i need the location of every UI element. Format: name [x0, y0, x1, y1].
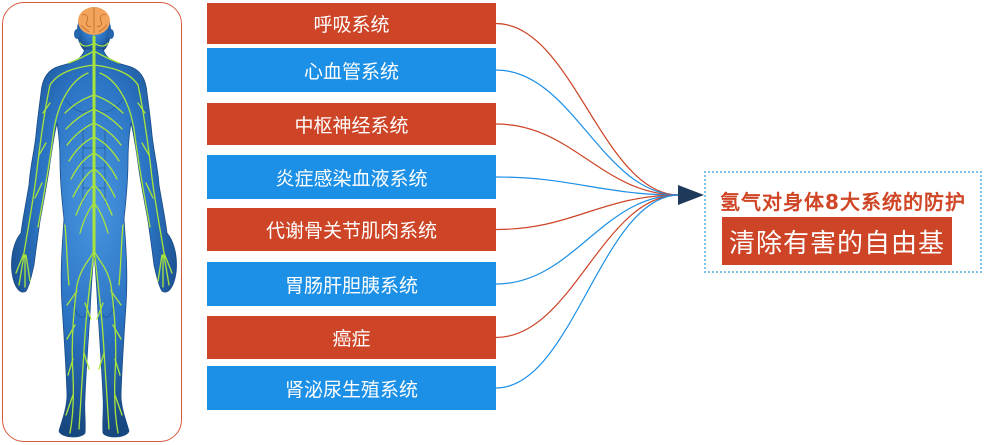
nerve-network: [15, 35, 173, 434]
right-ear: [108, 29, 114, 39]
brain-folds: [80, 8, 108, 33]
connector-line: [495, 69, 680, 196]
system-box-metabolic-musculoskeletal: 代谢骨关节肌肉系统: [207, 208, 496, 251]
connector-line: [495, 194, 680, 285]
connector-line: [495, 194, 680, 231]
connector-line: [495, 194, 680, 389]
system-box-cardiovascular: 心血管系统: [207, 48, 496, 92]
system-box-respiratory: 呼吸系统: [207, 3, 496, 44]
connector-line: [495, 123, 680, 196]
system-box-cancer: 癌症: [207, 316, 496, 359]
human-body-illustration: [11, 7, 177, 438]
anatomy-panel: [2, 2, 182, 442]
connector-line: [495, 176, 680, 196]
system-box-urogenital: 肾泌尿生殖系统: [207, 366, 496, 410]
system-box-inflammation-blood: 炎症感染血液系统: [207, 155, 496, 199]
system-box-central-nervous: 中枢神经系统: [207, 103, 496, 145]
connector-line: [495, 22, 680, 196]
system-box-digestive: 胃肠肝胆胰系统: [207, 262, 496, 306]
right-arrow-icon: [678, 185, 704, 205]
target-box: 氢气对身体8大系统的防护 清除有害的自由基: [704, 171, 982, 273]
left-ear: [74, 29, 80, 39]
target-highlight: 清除有害的自由基: [722, 217, 952, 265]
target-title: 氢气对身体8大系统的防护: [720, 190, 966, 214]
connector-line: [495, 194, 680, 339]
